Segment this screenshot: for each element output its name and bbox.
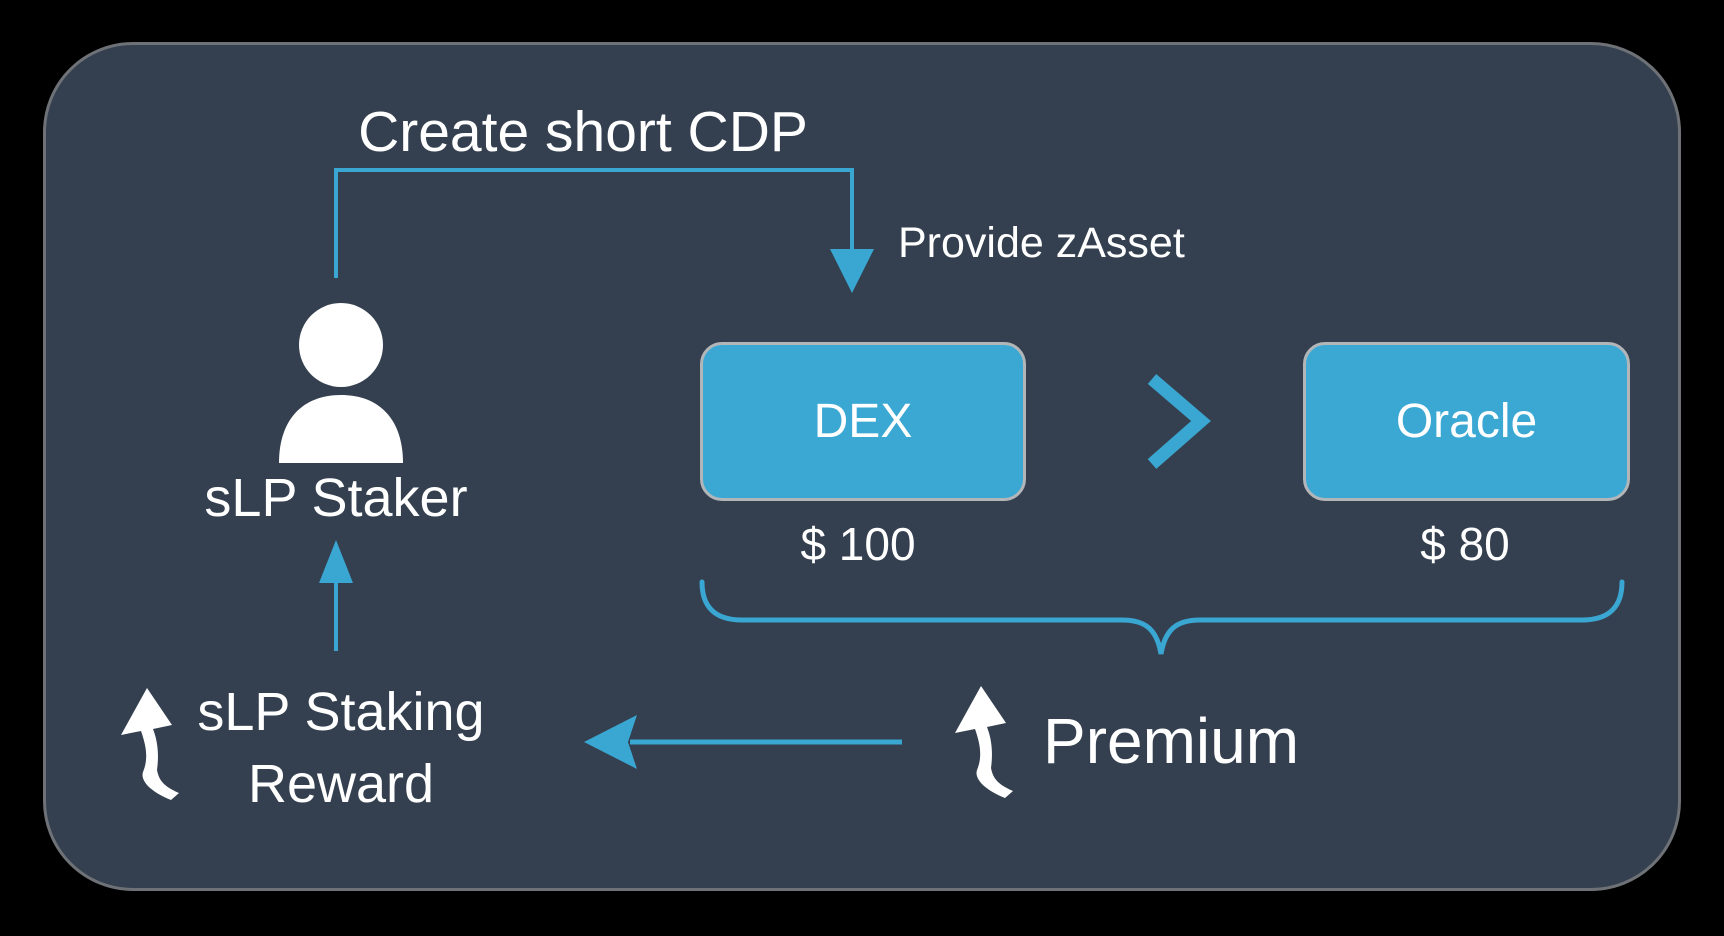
oracle-node-label: Oracle: [1395, 395, 1538, 448]
reward-label: sLP Staking Reward: [197, 682, 485, 814]
oracle-value: $ 80: [1420, 518, 1510, 570]
oracle-node: Oracle: [1303, 342, 1630, 501]
actor-label: sLP Staker: [204, 468, 468, 528]
flow-title: Create short CDP: [358, 100, 808, 164]
dex-value: $ 100: [800, 518, 916, 570]
dex-node-label: DEX: [813, 395, 913, 448]
dex-node: DEX: [700, 342, 1026, 501]
premium-label: Premium: [1043, 705, 1300, 777]
provide-zasset-label: Provide zAsset: [898, 219, 1185, 267]
